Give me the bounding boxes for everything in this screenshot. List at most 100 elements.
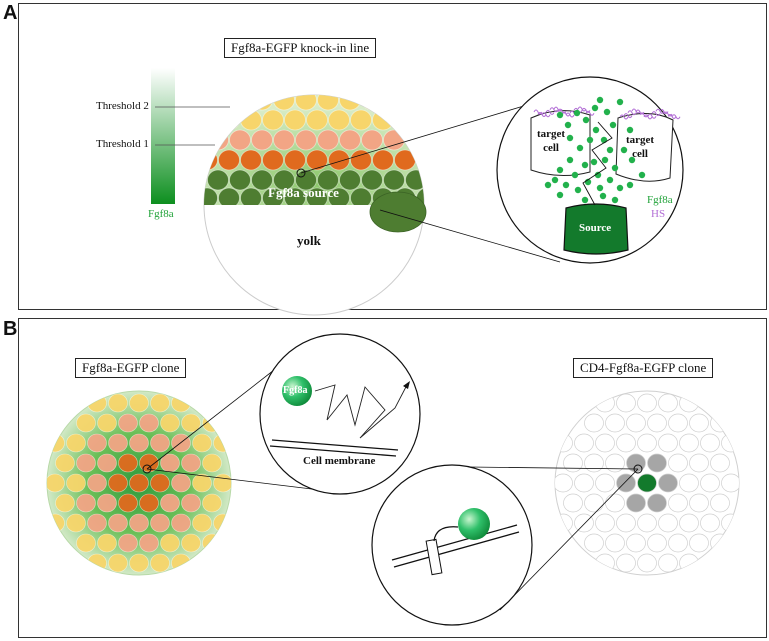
clone-cell xyxy=(616,393,636,413)
fgf8a-dot xyxy=(571,171,579,179)
embryo-cell xyxy=(394,109,416,131)
embryo-cell xyxy=(229,129,251,151)
hs-chain xyxy=(651,111,661,117)
clone-cell xyxy=(605,453,625,473)
clone-cell xyxy=(87,513,107,533)
clone-cell xyxy=(563,493,583,513)
embryo-cell xyxy=(405,129,424,151)
clone-cell xyxy=(574,473,594,493)
clone-cell xyxy=(710,533,730,553)
clone-cell xyxy=(76,413,96,433)
hs-chain xyxy=(565,112,575,118)
clone-cell xyxy=(160,533,180,553)
clone-cell xyxy=(76,453,96,473)
clone-cell xyxy=(637,473,657,493)
clone-cell xyxy=(710,453,730,473)
threshold-1-label: Threshold 1 xyxy=(96,138,149,150)
clone-cell xyxy=(87,553,107,573)
clone-cell xyxy=(679,433,699,453)
clone-cell xyxy=(108,433,128,453)
clone-cell xyxy=(108,513,128,533)
fgf8a-molecule xyxy=(458,508,490,540)
clone-cell xyxy=(87,433,107,453)
clone-cell xyxy=(202,493,222,513)
panel-b-letter: B xyxy=(3,318,18,340)
embryo-cell xyxy=(251,129,273,151)
fgf8a-dot xyxy=(600,136,608,144)
fgf8a-dot xyxy=(582,116,590,124)
clone-cell xyxy=(87,473,107,493)
clone-cell xyxy=(150,473,170,493)
clone-cell xyxy=(658,553,678,573)
clone-cell xyxy=(55,493,75,513)
clone-cell xyxy=(202,413,222,433)
clone-cell xyxy=(574,513,594,533)
clone-cell xyxy=(47,513,65,533)
clone-cell xyxy=(700,513,720,533)
clone-cell xyxy=(668,453,688,473)
clone-cell xyxy=(689,413,709,433)
source-pointer-circle-a xyxy=(296,168,306,178)
clone-cell xyxy=(192,513,212,533)
fgf8a-dot xyxy=(551,176,559,184)
clone-cell xyxy=(555,433,573,453)
clone-cell xyxy=(563,453,583,473)
embryo-cell xyxy=(204,109,218,131)
fgf8a-dot xyxy=(581,161,589,169)
embryo-cell xyxy=(339,129,361,151)
target-cell-left-label: target cell xyxy=(537,128,566,154)
random-walk-path xyxy=(314,382,409,439)
clone-cell xyxy=(555,513,573,533)
fgf8a-dot xyxy=(620,146,628,154)
clone-cell xyxy=(679,553,699,573)
embryo-cell xyxy=(273,95,295,111)
clone-cell xyxy=(129,553,149,573)
embryo-cell xyxy=(284,109,306,131)
fgf8a-dot xyxy=(596,96,604,104)
embryo-cell xyxy=(405,95,424,111)
source-cell-bulge xyxy=(369,191,427,233)
clone-cell xyxy=(213,513,231,533)
clone-cell xyxy=(160,413,180,433)
fgf8a-dot xyxy=(606,176,614,184)
membrane-line xyxy=(271,439,399,451)
clone-cell xyxy=(139,453,159,473)
zoom-line-c-top xyxy=(469,466,639,470)
source-label: Fgf8a source xyxy=(268,185,339,200)
embryo-cell xyxy=(295,129,317,151)
embryo-cell xyxy=(416,149,424,171)
clone-cell xyxy=(171,553,191,573)
clone-cell xyxy=(160,493,180,513)
fgf8a-dot xyxy=(626,181,634,189)
clone-cell xyxy=(626,533,646,553)
molecule-label: Fgf8a xyxy=(283,385,308,396)
embryo-cell xyxy=(204,169,207,191)
clone-cell xyxy=(710,413,730,433)
clone-cell xyxy=(213,433,231,453)
embryo-cell xyxy=(295,95,317,111)
clone-cell xyxy=(192,473,212,493)
clone-cell xyxy=(595,473,615,493)
embryo-cell xyxy=(240,149,262,171)
clone-cell xyxy=(616,433,636,453)
clone-cell xyxy=(55,453,75,473)
embryo-cell xyxy=(251,95,273,111)
hs-chain xyxy=(553,106,563,112)
legend-fgf8a: Fgf8a xyxy=(647,194,673,206)
clone-cell xyxy=(584,453,604,473)
embryo-cell xyxy=(328,187,350,205)
clone-cell xyxy=(647,453,667,473)
clone-cell xyxy=(66,473,86,493)
clone-cell xyxy=(689,533,709,553)
membrane-line xyxy=(393,531,520,568)
tether xyxy=(433,526,459,542)
embryo-cell xyxy=(204,129,207,151)
hs-chain xyxy=(663,111,673,117)
fgf8a-dot xyxy=(581,196,589,204)
fgf8a-dot xyxy=(586,136,594,144)
clone-cell xyxy=(87,393,107,413)
hs-chain xyxy=(623,113,633,119)
membrane-label: Cell membrane xyxy=(303,455,376,467)
fgf8a-dot xyxy=(616,184,624,192)
